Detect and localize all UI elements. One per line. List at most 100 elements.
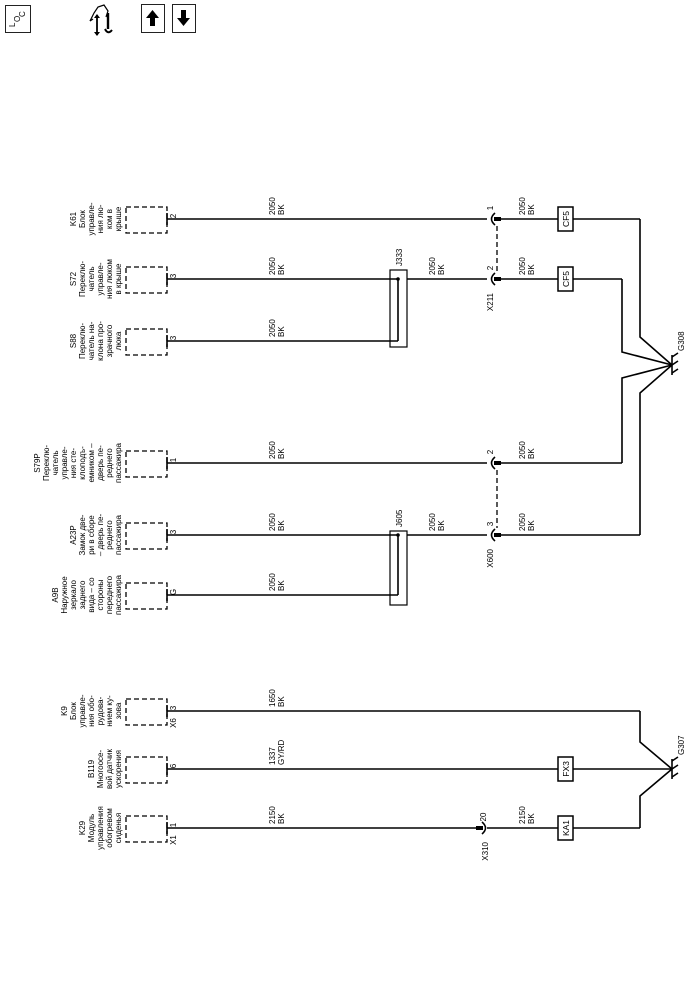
wire-label-j605-circuit: 2050 bbox=[428, 513, 437, 531]
component-label-line: управле- bbox=[78, 694, 87, 727]
arrow-down-icon bbox=[177, 10, 190, 26]
component-label-line: рудова- bbox=[96, 696, 105, 725]
pin-number: 1 bbox=[169, 822, 178, 827]
wire-label-s72-circuit: 2050 bbox=[268, 257, 277, 275]
wire-label-s79p-color: BK bbox=[277, 448, 286, 459]
scroll-up-button[interactable] bbox=[141, 4, 165, 33]
splice-j605 bbox=[389, 530, 408, 606]
connector-socket bbox=[490, 528, 496, 542]
connector-pin bbox=[494, 217, 501, 221]
wire-label-s88-color: BK bbox=[277, 326, 286, 337]
component-box bbox=[125, 698, 168, 726]
component-k29 bbox=[125, 815, 168, 843]
component-k9 bbox=[125, 698, 168, 726]
ground-tick bbox=[671, 352, 679, 358]
component-label-line: обогревом bbox=[105, 808, 114, 847]
component-label-line: ускорения bbox=[114, 750, 123, 788]
wire-label-k29-color: BK bbox=[277, 813, 286, 824]
scroll-down-button[interactable] bbox=[172, 4, 196, 33]
wire-label-x211-2-color: BK bbox=[527, 264, 536, 275]
component-label-line: K9 bbox=[60, 706, 69, 716]
component-label-line: люка bbox=[114, 331, 123, 350]
wire-label-x600-2-circuit: 2050 bbox=[518, 441, 527, 459]
wire-label-k9-color: BK bbox=[277, 696, 286, 707]
component-label-line: пассажира bbox=[114, 442, 123, 483]
connector-pin bbox=[494, 533, 501, 537]
wire-label-s88-circuit: 2050 bbox=[268, 319, 277, 337]
component-s79p bbox=[125, 450, 168, 478]
pin-number: 1 bbox=[169, 457, 178, 462]
connector-x211-pin2 bbox=[490, 272, 501, 286]
component-label-line: стороны bbox=[96, 579, 105, 610]
connector-x600-label: X600 bbox=[486, 548, 495, 567]
component-label-line: клоподъ- bbox=[78, 446, 87, 480]
wire-label-x211-2-circuit: 2050 bbox=[518, 257, 527, 275]
connector-x211-pin1 bbox=[490, 212, 501, 226]
component-label-line: сиденья bbox=[114, 813, 123, 844]
pin-number: 2 bbox=[169, 213, 178, 218]
component-label-line: управле- bbox=[87, 202, 96, 235]
component-label-line: управле- bbox=[96, 262, 105, 295]
connector-x310-label: X310 bbox=[481, 841, 490, 860]
ground-tick bbox=[671, 756, 679, 762]
wire-label-a23p-color: BK bbox=[277, 520, 286, 531]
component-label-line: зова bbox=[114, 702, 123, 719]
wire-to-g308-b-route bbox=[621, 279, 673, 366]
connector-x600-pin2 bbox=[490, 456, 501, 470]
component-label-line: Блок bbox=[69, 702, 78, 720]
component-k61 bbox=[125, 206, 168, 234]
ground-g307 bbox=[671, 756, 679, 779]
component-s88 bbox=[125, 328, 168, 356]
component-label-line: пассажира bbox=[114, 514, 123, 555]
connector-x211-label: X211 bbox=[486, 292, 495, 311]
connector-pin-number: 2 bbox=[486, 449, 495, 454]
component-label-line: клона про- bbox=[96, 321, 105, 361]
component-label-line: Модуль bbox=[87, 814, 96, 842]
component-label-line: чатель на- bbox=[87, 321, 96, 360]
wire-label-j605-color: BK bbox=[437, 520, 446, 531]
wire-label-j333-circuit: 2050 bbox=[428, 257, 437, 275]
connector-id: X1 bbox=[169, 835, 178, 845]
pin-number: G bbox=[169, 589, 178, 595]
component-label-line: нием ку- bbox=[105, 695, 114, 727]
component-box bbox=[125, 266, 168, 294]
pin-number: 3 bbox=[169, 335, 178, 340]
locator-label: CF5 bbox=[561, 271, 571, 287]
wire-label-k9-circuit: 1650 bbox=[268, 689, 277, 707]
component-label-line: A23P bbox=[69, 525, 78, 545]
svg-text:O: O bbox=[13, 16, 22, 22]
component-label-line: Переклю- bbox=[78, 323, 87, 359]
connector-socket bbox=[490, 272, 496, 286]
wire-label-k61-circuit: 2050 bbox=[268, 197, 277, 215]
component-a23p bbox=[125, 522, 168, 550]
component-label-line: зеркало bbox=[69, 580, 78, 610]
connector-pin bbox=[494, 277, 501, 281]
component-label-line: дверь пе- bbox=[96, 445, 105, 481]
connector-pin-number: 3 bbox=[486, 521, 495, 526]
loc-button[interactable]: L O C bbox=[5, 5, 31, 33]
component-label-line: Переклю- bbox=[78, 261, 87, 297]
component-label-line: зрачного bbox=[105, 324, 114, 357]
ground-label: G307 bbox=[677, 735, 686, 755]
wire-label-x600-3-circuit: 2050 bbox=[518, 513, 527, 531]
wire-to-g307-a-route bbox=[639, 711, 673, 770]
pin-number: 3 bbox=[169, 705, 178, 710]
connector-socket bbox=[490, 212, 496, 226]
connector-id: X6 bbox=[169, 718, 178, 728]
connector-tool-button[interactable] bbox=[86, 3, 128, 37]
wire-label-x600-3-color: BK bbox=[527, 520, 536, 531]
component-label-line: Многоосе- bbox=[96, 750, 105, 789]
locator-label: FX3 bbox=[561, 761, 571, 777]
component-box bbox=[125, 522, 168, 550]
locator-label: KA1 bbox=[561, 820, 571, 836]
svg-text:C: C bbox=[18, 11, 27, 17]
component-label-line: пассажира bbox=[114, 574, 123, 615]
ground-tick bbox=[671, 360, 679, 366]
wire-label-b119-circuit: 1337 bbox=[268, 747, 277, 765]
component-box bbox=[125, 815, 168, 843]
component-label-line: – дверь пе- bbox=[96, 514, 105, 557]
connector-socket bbox=[481, 821, 487, 835]
component-box bbox=[125, 450, 168, 478]
component-label-line: управления bbox=[96, 806, 105, 850]
